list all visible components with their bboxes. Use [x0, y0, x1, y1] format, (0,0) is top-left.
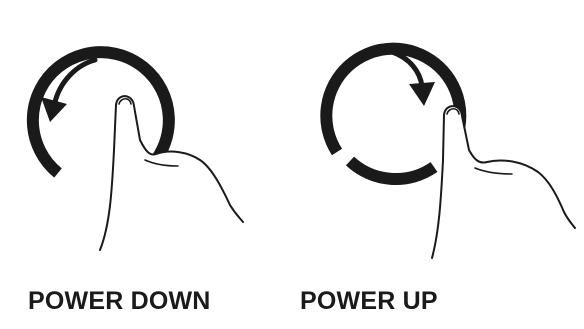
power-down-caption: POWER DOWN [28, 286, 211, 316]
pointing-hand-icon [432, 106, 575, 258]
counterclockwise-arrowhead-icon [41, 97, 67, 122]
power-up-illustration [292, 0, 584, 280]
clockwise-arrowhead-icon [409, 82, 435, 106]
power-up-panel: POWER UP [292, 0, 584, 329]
dial-ring-icon [326, 49, 460, 152]
power-up-caption: POWER UP [300, 286, 438, 316]
power-down-illustration [0, 0, 292, 280]
power-down-panel: POWER DOWN [0, 0, 292, 329]
dial-ring-lower-segment-icon [350, 161, 434, 179]
